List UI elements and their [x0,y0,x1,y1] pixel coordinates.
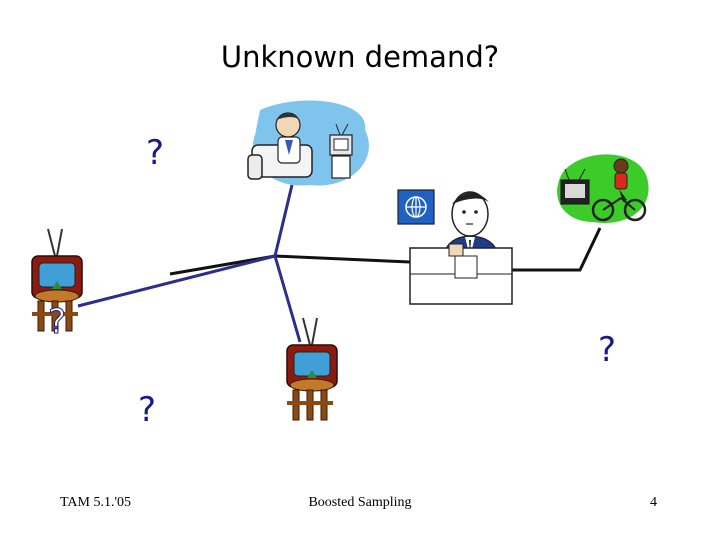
globe-monitor-icon [397,189,435,225]
branch-line-tv-left [77,254,276,308]
tv-on-chair-icon [31,228,83,332]
branch-line-tv-center [273,255,302,343]
cyclist-tv-icon [557,154,649,223]
footer-center: Boosted Sampling [308,495,412,510]
branch-line-couch [273,184,294,257]
footer-left: TAM 5.1.'05 [60,495,132,510]
slide-title: Unknown demand? [220,40,500,74]
couch-viewer-icon [247,100,369,186]
tv-on-chair-icon [286,317,338,421]
question-mark-bottom: ? [138,390,157,430]
question-mark-top: ? [146,133,165,173]
question-mark-right: ? [598,330,617,370]
news-anchor-icon [409,191,513,305]
question-mark-left: ? [47,302,67,342]
slide-number: 4 [650,495,657,510]
